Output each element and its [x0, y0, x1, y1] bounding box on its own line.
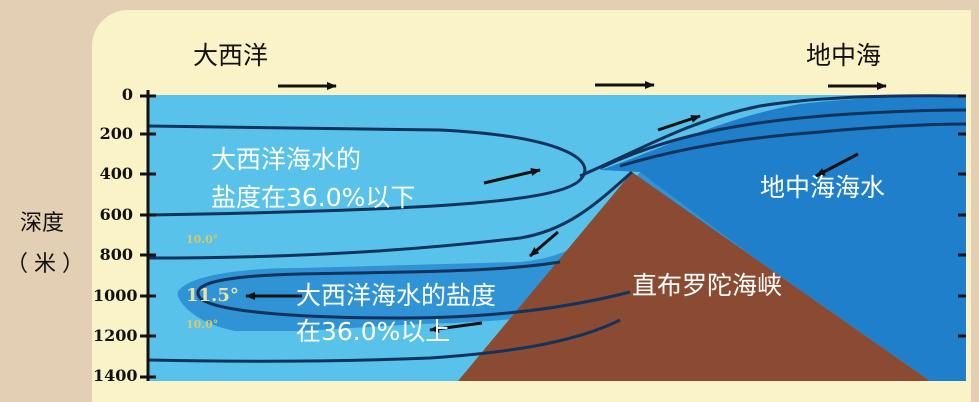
isotherm-upper-label: 10.0° [186, 233, 219, 246]
tick-1000: 1000 [93, 286, 138, 305]
isotherm-core-label: 11.5° [186, 285, 239, 306]
mediterranean-water-label: 地中海海水 [760, 173, 886, 202]
deep-water-label-line2: 在36.0%以上 [296, 317, 451, 346]
tick-1400: 1400 [93, 366, 138, 385]
mediterranean-return-arrow [815, 152, 859, 178]
tick-200: 200 [99, 124, 133, 143]
mediterranean-water-region [600, 95, 966, 381]
y-axis-title-depth: 深度 [20, 211, 65, 236]
depth-axis [140, 90, 966, 381]
tick-0: 0 [121, 85, 133, 104]
flow-arrows [245, 81, 887, 333]
strait-rock [458, 172, 930, 381]
outflow-arrow [529, 230, 559, 258]
isotherm-lower-label: 10.0° [186, 318, 219, 331]
tick-1200: 1200 [93, 326, 138, 345]
atlantic-label: 大西洋 [193, 41, 269, 70]
strait-surface-arrow [657, 114, 701, 132]
tick-600: 600 [99, 205, 133, 224]
strait-label: 直布罗陀海峡 [632, 271, 783, 300]
deep-water-label-line1: 大西洋海水的盐度 [296, 281, 497, 310]
atlantic-water-label-line2: 盐度在36.0%以下 [211, 183, 416, 212]
tick-400: 400 [99, 164, 133, 183]
deep-arrow [429, 321, 483, 333]
atlantic-water-label-line1: 大西洋海水的 [211, 145, 362, 174]
inflow-arrow [483, 168, 541, 185]
tick-800: 800 [99, 245, 133, 264]
y-axis-title-unit: （米） [6, 252, 91, 277]
mediterranean-label: 地中海 [806, 41, 882, 70]
flow-contours [147, 94, 967, 363]
